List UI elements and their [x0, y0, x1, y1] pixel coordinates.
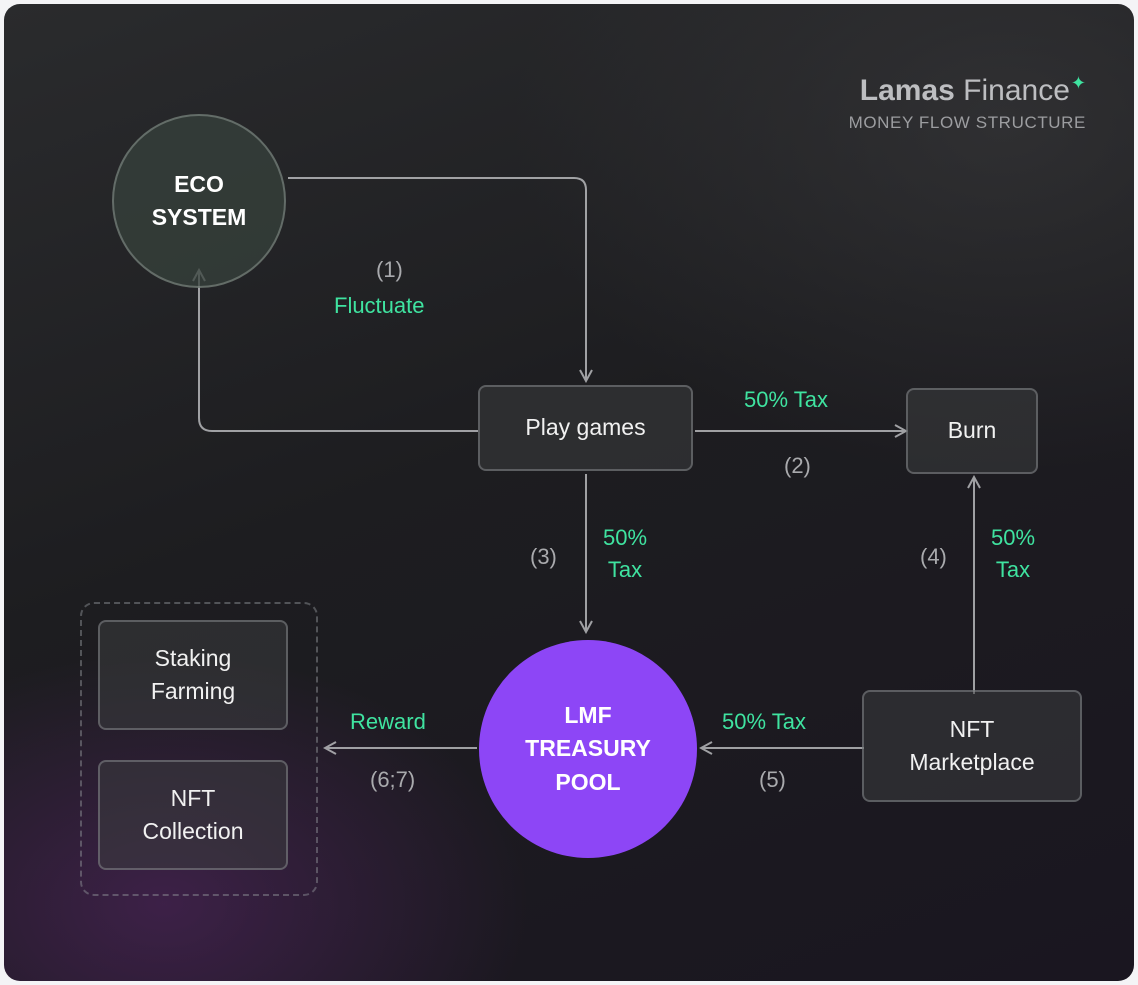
lmf-treasury-pool-node: LMF TREASURY POOL	[479, 640, 697, 858]
brand-logo: Lamas Finance✦ MONEY FLOW STRUCTURE	[848, 73, 1086, 133]
flow-connectors	[4, 177, 1134, 981]
eco-system-node: ECO SYSTEM	[112, 114, 286, 288]
brand-name-light: Finance	[963, 74, 1070, 107]
diagram-subtitle: MONEY FLOW STRUCTURE	[848, 113, 1086, 132]
rewards-group	[80, 602, 318, 896]
edge-play-to-eco	[199, 270, 478, 432]
flow1-label: Fluctuate	[334, 293, 425, 318]
flow5-number: (5)	[759, 767, 786, 792]
flow3-number: (3)	[530, 544, 557, 569]
brand-name-bold: Lamas	[859, 74, 955, 107]
flow2-tax-label: 50% Tax	[744, 387, 828, 412]
nft-collection-node: NFT Collection	[98, 760, 288, 870]
reward-number: (6;7)	[370, 767, 416, 792]
burn-node: Burn	[906, 388, 1038, 474]
edge-eco-to-play	[288, 177, 586, 381]
flow4-tax-label: 50% Tax	[991, 525, 1036, 582]
staking-farming-node: Staking Farming	[98, 620, 288, 730]
flow4-number: (4)	[920, 544, 947, 569]
play-games-node: Play games	[478, 385, 693, 471]
flow1-number: (1)	[376, 257, 403, 282]
reward-label: Reward	[350, 709, 426, 734]
flow3-tax-label: 50% Tax	[603, 525, 648, 582]
flow5-tax-label: 50% Tax	[722, 709, 806, 734]
sparkle-icon: ✦	[1070, 73, 1086, 93]
nft-marketplace-node: NFT Marketplace	[862, 690, 1082, 802]
diagram-canvas: Lamas Finance✦ MONEY FLOW STRUCTURE ECO …	[4, 4, 1134, 981]
flow2-number: (2)	[784, 453, 811, 478]
